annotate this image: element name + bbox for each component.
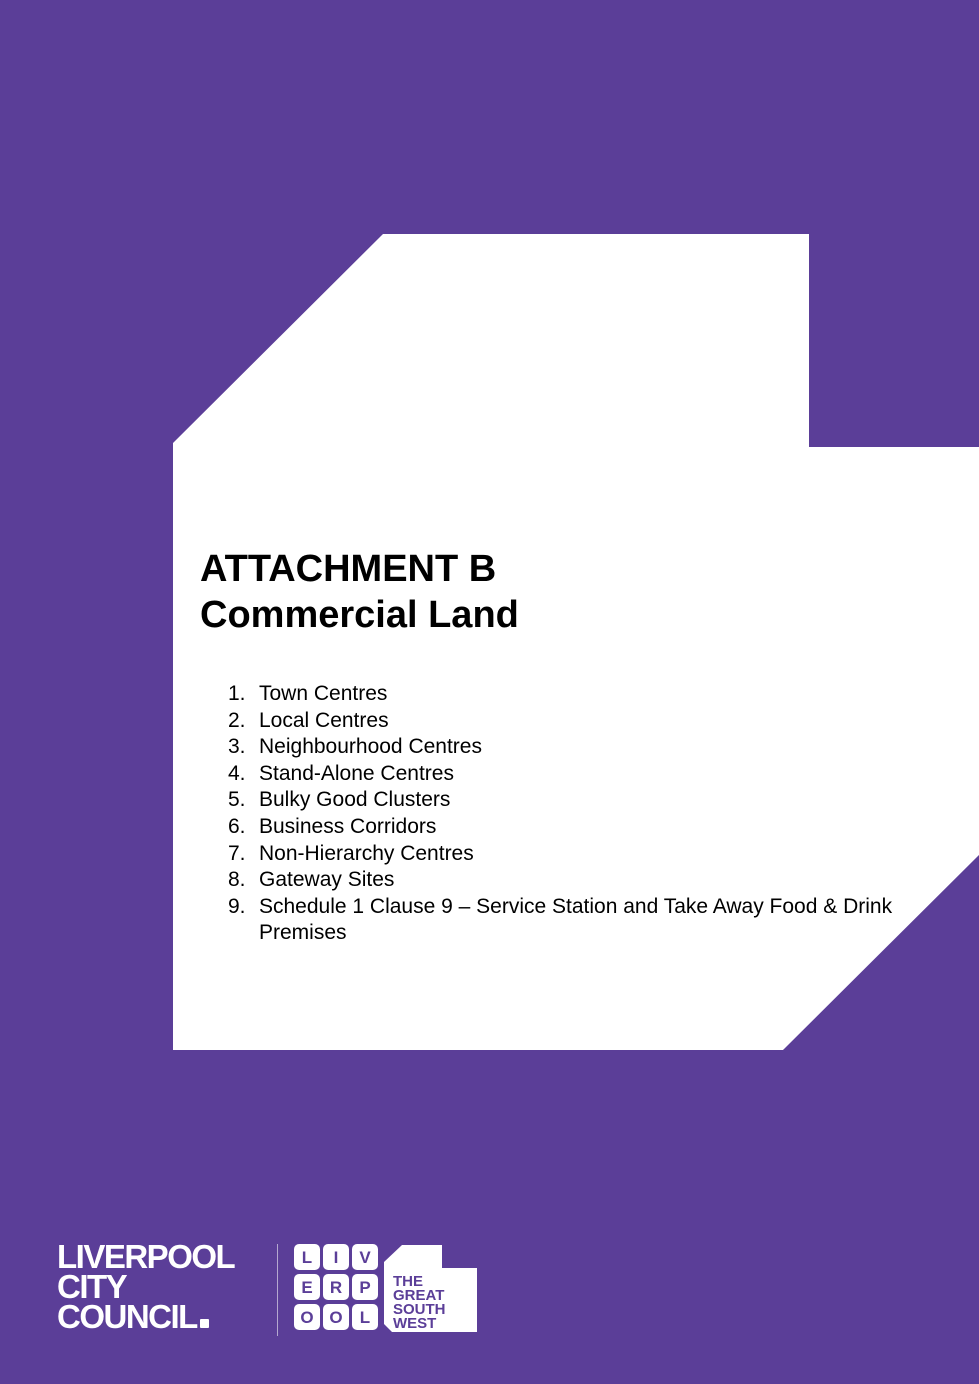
logo-tile-letter: O bbox=[300, 1308, 313, 1327]
logo-tile bbox=[323, 1304, 349, 1330]
logo-tile bbox=[294, 1244, 320, 1270]
list-item: 6. Business Corridors bbox=[228, 814, 908, 841]
logo-tile-letter: L bbox=[302, 1248, 312, 1267]
list-item: 4. Stand-Alone Centres bbox=[228, 761, 908, 788]
item-text: Non-Hierarchy Centres bbox=[259, 841, 474, 865]
logo-tile-letter: V bbox=[359, 1248, 371, 1267]
list-item: 8. Gateway Sites bbox=[228, 867, 908, 894]
tagline-line-1: THE bbox=[393, 1273, 423, 1290]
logo-tile bbox=[294, 1304, 320, 1330]
item-number: 6. bbox=[228, 814, 246, 838]
item-number: 4. bbox=[228, 761, 246, 785]
list-item: 2. Local Centres bbox=[228, 708, 908, 735]
list-item: 9. Schedule 1 Clause 9 – Service Station … bbox=[228, 894, 908, 947]
item-text: Bulky Good Clusters bbox=[259, 788, 451, 812]
attachment-label: ATTACHMENT B bbox=[200, 548, 497, 590]
item-number: 8. bbox=[228, 868, 246, 892]
item-text: Business Corridors bbox=[259, 814, 437, 838]
item-number: 5. bbox=[228, 788, 246, 812]
item-number: 1. bbox=[228, 682, 246, 705]
logo-dot-icon bbox=[199, 1319, 209, 1328]
item-text: Neighbourhood Centres bbox=[259, 735, 482, 759]
logo-tile-letter: L bbox=[360, 1308, 370, 1327]
item-text: Town Centres bbox=[259, 682, 388, 705]
tagline-line-3: SOUTH bbox=[393, 1301, 446, 1318]
white-content-panel bbox=[173, 234, 979, 1050]
item-text: Gateway Sites bbox=[259, 868, 395, 892]
logo-tile bbox=[352, 1274, 378, 1300]
logo-tile-letter: R bbox=[330, 1278, 342, 1297]
list-item: 3. Neighbourhood Centres bbox=[228, 734, 908, 761]
page-title: ATTACHMENT B Commercial Land bbox=[200, 546, 519, 638]
logo-tile bbox=[323, 1274, 349, 1300]
item-text: Stand-Alone Centres bbox=[259, 761, 454, 785]
logo-tile-letter: O bbox=[329, 1308, 342, 1327]
item-text: Local Centres bbox=[259, 708, 389, 732]
logo-divider bbox=[277, 1244, 278, 1336]
logo-word-liverpool: LIVERPOOL bbox=[57, 1238, 236, 1275]
logo-tile bbox=[352, 1304, 378, 1330]
document-title: Commercial Land bbox=[200, 594, 519, 636]
tagline-line-2: GREAT bbox=[393, 1287, 444, 1304]
list-item: 1. Town Centres bbox=[228, 681, 908, 708]
logo-tile-letter: I bbox=[334, 1248, 339, 1267]
list-item: 5. Bulky Good Clusters bbox=[228, 787, 908, 814]
logo-tile-letter: E bbox=[301, 1278, 312, 1297]
tagline-line-4: WEST bbox=[393, 1315, 436, 1332]
item-number: 7. bbox=[228, 841, 246, 865]
item-number: 9. bbox=[228, 894, 246, 918]
logo-word-city: CITY bbox=[57, 1268, 128, 1305]
logo-tile bbox=[294, 1274, 320, 1300]
item-number: 3. bbox=[228, 735, 246, 759]
liverpool-city-council-logo: LIVERPOOL CITY COUNCIL bbox=[57, 1238, 236, 1333]
logo-badge-shape bbox=[384, 1245, 477, 1332]
logo-word-council: COUNCIL bbox=[57, 1300, 234, 1333]
logo-tile bbox=[352, 1244, 378, 1270]
item-text: Schedule 1 Clause 9 – Service Station an… bbox=[259, 894, 893, 945]
item-number: 2. bbox=[228, 708, 246, 732]
logo-tile bbox=[323, 1244, 349, 1270]
list-item: 7. Non-Hierarchy Centres bbox=[228, 841, 908, 868]
contents-list: 1. Town Centres 2. Local Centres 3. Neighbo… bbox=[228, 681, 908, 947]
logo-tile-letter: P bbox=[359, 1278, 370, 1297]
